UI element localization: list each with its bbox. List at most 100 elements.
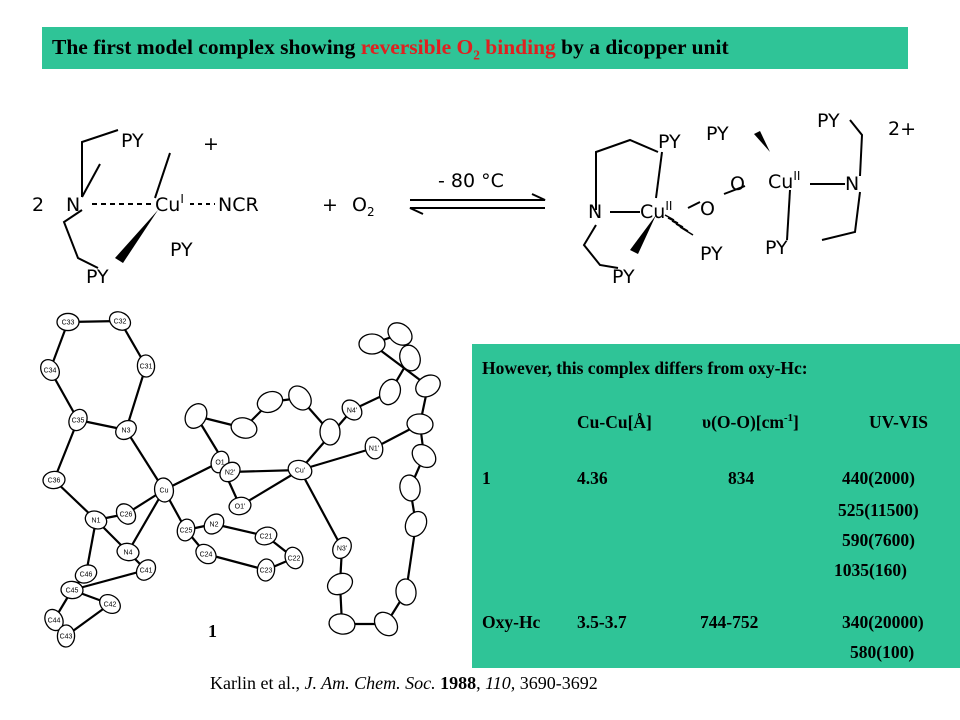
atom-ellipsoid	[411, 443, 437, 469]
bond	[71, 568, 147, 592]
atom-ellipsoid	[42, 470, 66, 490]
slide-title: The first model complex showing reversib…	[52, 35, 729, 63]
atom-ellipsoid	[56, 624, 76, 648]
atom-ellipsoid	[219, 461, 241, 483]
atom-ellipsoid	[203, 513, 225, 535]
atom-ellipsoid	[135, 559, 157, 581]
oo-value: 834	[728, 468, 755, 488]
o-atom-label: O	[730, 173, 745, 195]
title-banner	[42, 27, 908, 69]
atom-label: O1	[215, 460, 224, 467]
atom-ellipsoid	[254, 526, 278, 546]
atom-ellipsoid	[256, 558, 276, 582]
atom-ellipsoid	[195, 543, 217, 565]
bond	[163, 461, 221, 491]
atom-label: N3'	[337, 546, 347, 553]
atom-ellipsoid	[404, 510, 428, 538]
ncr-label: NCR	[218, 194, 259, 216]
py-label: PY	[612, 266, 635, 288]
atom-label: C32	[114, 319, 127, 326]
atom-ellipsoid	[40, 358, 60, 382]
cu-atom-label: CuII	[640, 199, 672, 223]
row-label-oxy-hc: Oxy-Hc	[482, 612, 541, 632]
atom-label: C43	[60, 634, 73, 641]
atom-ellipsoid	[415, 374, 441, 398]
atom-label: C31	[140, 364, 153, 371]
atom-ellipsoid	[184, 403, 208, 429]
atom-label: O1'	[235, 504, 246, 511]
n-atom-label: N	[66, 194, 80, 216]
atom-label: Cu	[160, 488, 169, 495]
atom-label: C46	[80, 572, 93, 579]
py-label: PY	[658, 131, 681, 153]
atom-ellipsoid	[326, 572, 354, 596]
atom-ellipsoid	[116, 542, 140, 562]
column-header-uvvis: UV-VIS	[869, 412, 928, 432]
cu-atom-label: CuI	[155, 192, 184, 216]
atom-label: C26	[120, 512, 133, 519]
atom-ellipsoid	[108, 311, 132, 331]
atom-ellipsoid	[288, 385, 312, 411]
plus-sign: +	[203, 133, 219, 155]
atom-ellipsoid	[395, 578, 417, 606]
atom-ellipsoid	[341, 399, 363, 421]
atom-label: C34	[44, 368, 57, 375]
bond	[127, 489, 165, 553]
atom-label: N4'	[347, 408, 357, 415]
py-label: PY	[765, 237, 788, 259]
row-label-compound-1: 1	[482, 468, 491, 488]
column-header-cucu: Cu-Cu[Å]	[577, 412, 652, 432]
uv-value: 590(7600)	[842, 530, 915, 550]
cu-atom-label: CuII	[768, 169, 800, 193]
oo-value: 744-752	[700, 612, 759, 632]
atom-ellipsoid	[378, 378, 402, 406]
atom-ellipsoid	[373, 611, 399, 637]
atom-label: C36	[48, 478, 61, 485]
uv-value: 340(20000)	[842, 612, 924, 632]
reaction-scheme: 2 PY + N CuI NCR PY PY + O2 - 80 °C PY P…	[32, 110, 916, 288]
atom-ellipsoid	[84, 510, 108, 530]
atom-label: N2'	[225, 470, 235, 477]
coefficient-label: 2	[32, 194, 44, 216]
atom-label: N1	[92, 518, 101, 525]
n-atom-label: N	[588, 201, 602, 223]
atom-label: C22	[288, 556, 301, 563]
atom-ellipsoid	[68, 408, 88, 432]
title-part2: by a dicopper unit	[555, 35, 729, 59]
atom-label: N3	[122, 428, 131, 435]
atom-ellipsoid	[319, 418, 341, 446]
atom-label: C25	[180, 528, 193, 535]
citation: Karlin et al., J. Am. Chem. Soc. 1988, 1…	[210, 673, 598, 693]
atom-label: C23	[260, 568, 273, 575]
atom-ellipsoid	[115, 503, 137, 525]
atom-label: C21	[260, 534, 273, 541]
atom-ellipsoid	[99, 593, 121, 615]
cucu-value: 3.5-3.7	[577, 612, 627, 632]
comparison-panel: However, this complex differs from oxy-H…	[472, 344, 960, 668]
cucu-value: 4.36	[577, 468, 608, 488]
compound-label: 1	[208, 621, 217, 641]
atom-ellipsoid	[387, 322, 413, 346]
atom-ellipsoid	[230, 417, 258, 439]
py-label: PY	[86, 266, 109, 288]
n-atom-label: N	[845, 173, 859, 195]
atom-ellipsoid	[332, 536, 352, 560]
atom-ellipsoid	[284, 546, 304, 570]
atom-label: C44	[48, 618, 61, 625]
title-highlight: reversible O2 binding	[360, 35, 556, 63]
atom-ellipsoid	[153, 477, 175, 503]
atom-label: C45	[66, 588, 79, 595]
o2-label: O2	[352, 194, 375, 219]
atom-ellipsoid	[287, 459, 313, 481]
bond	[299, 446, 375, 472]
bond	[239, 469, 301, 507]
atom-ellipsoid	[115, 419, 137, 441]
py-label: PY	[170, 239, 193, 261]
atom-ellipsoid	[56, 312, 80, 332]
uv-value: 580(100)	[850, 642, 915, 662]
atom-label: C41	[140, 568, 153, 575]
column-header-oo: υ(O-O)[cm-1]	[702, 412, 799, 432]
atom-label: C35	[72, 418, 85, 425]
atom-label: Cu'	[295, 468, 305, 475]
